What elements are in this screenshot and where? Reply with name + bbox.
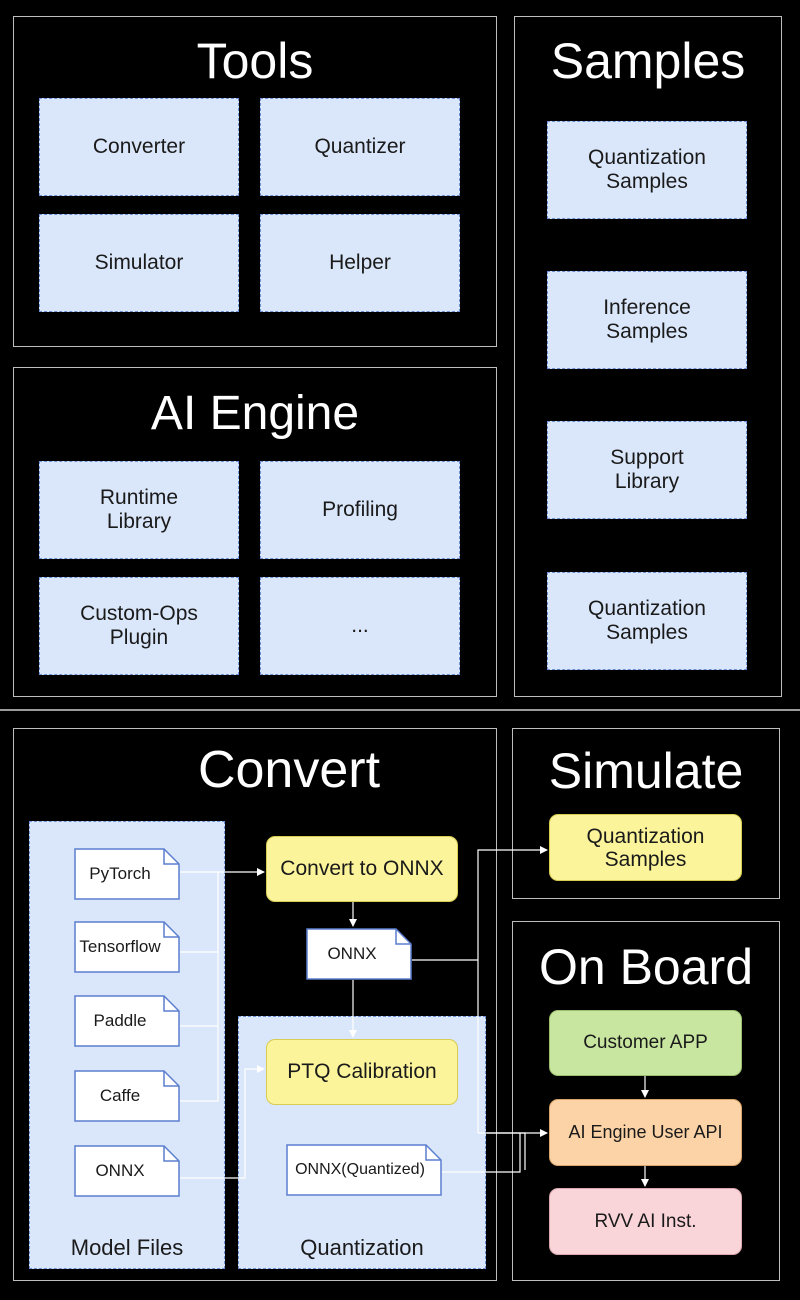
doc-onnx-input: ONNX (74, 1145, 180, 1197)
samples-quantization-1: Quantization Samples (547, 121, 747, 219)
ai-engine-profiling: Profiling (260, 461, 460, 559)
quantization-label: Quantization (300, 1235, 424, 1260)
simulate-quantization-samples-node: Quantization Samples (549, 814, 742, 881)
doc-onnx-quantized-label: ONNX(Quantized) (295, 1161, 425, 1178)
ai-engine-user-api-node: AI Engine User API (549, 1099, 742, 1166)
on-board-heading: On Board (538, 939, 753, 995)
line-to-simulate (477, 846, 548, 1133)
document-icon (306, 928, 412, 980)
line-caffe (180, 872, 219, 1102)
tool-simulator: Simulator (39, 214, 239, 312)
doc-onnx-converted: ONNX (306, 928, 412, 980)
tool-helper: Helper (260, 214, 460, 312)
document-icon (74, 995, 180, 1047)
doc-onnx-converted-label: ONNX (327, 944, 377, 963)
ai-engine-heading: AI Engine (150, 387, 360, 440)
document-icon (74, 848, 180, 900)
ai-engine-runtime-library: Runtime Library (39, 461, 239, 559)
samples-inference: Inference Samples (547, 271, 747, 369)
samples-quantization-2: Quantization Samples (547, 572, 747, 670)
doc-tensorflow: Tensorflow (74, 921, 180, 973)
doc-caffe: Caffe (74, 1070, 180, 1122)
doc-caffe-label: Caffe (99, 1086, 141, 1105)
line-onnx-to-ptq (180, 1065, 265, 1179)
doc-pytorch-label: PyTorch (89, 864, 151, 883)
line-quantized-to-api-2 (487, 1132, 526, 1170)
ai-engine-more: ... (260, 577, 460, 675)
document-icon (74, 1070, 180, 1122)
simulate-heading: Simulate (548, 743, 744, 799)
convert-to-onnx-node: Convert to ONNX (266, 836, 458, 902)
samples-heading: Samples (550, 33, 746, 89)
tool-quantizer: Quantizer (260, 98, 460, 196)
doc-onnx-quantized: ONNX(Quantized) (286, 1144, 442, 1196)
rvv-ai-inst-node: RVV AI Inst. (549, 1188, 742, 1255)
line-tensorflow (180, 872, 219, 953)
convert-heading: Convert (197, 741, 381, 799)
customer-app-node: Customer APP (549, 1010, 742, 1076)
doc-tensorflow-label: Tensorflow (79, 937, 161, 956)
doc-paddle-label: Paddle (93, 1011, 147, 1030)
doc-pytorch: PyTorch (74, 848, 180, 900)
doc-paddle: Paddle (74, 995, 180, 1047)
tools-heading: Tools (196, 33, 314, 89)
model-files-label: Model Files (70, 1235, 184, 1260)
doc-onnx-input-label: ONNX (95, 1161, 145, 1180)
samples-support-library: Support Library (547, 421, 747, 519)
section-divider (0, 709, 800, 711)
document-icon (286, 1144, 442, 1196)
document-icon (74, 921, 180, 973)
ptq-calibration-node: PTQ Calibration (266, 1039, 458, 1105)
tool-converter: Converter (39, 98, 239, 196)
ai-engine-custom-ops-plugin: Custom-Ops Plugin (39, 577, 239, 675)
line-quantized-to-api (442, 1133, 521, 1173)
document-icon (74, 1145, 180, 1197)
